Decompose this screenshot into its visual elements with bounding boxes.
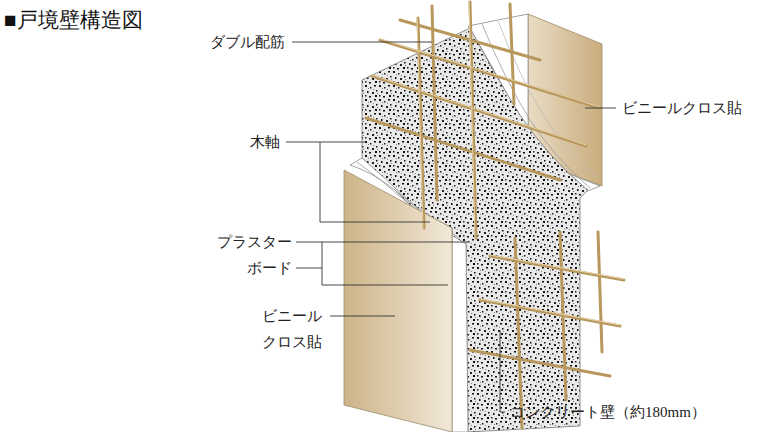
part-label: ダブル配筋 [210, 29, 285, 55]
leader-lines [286, 42, 616, 412]
part-label: ビニールクロス貼 [622, 95, 742, 121]
part-label: ビニール クロス貼 [262, 303, 326, 355]
rebar-shade [372, 2, 624, 325]
part-label: 木軸 [250, 129, 280, 155]
rebars [366, 2, 624, 428]
dimension-label: コンクリート壁（約180mm） [510, 399, 706, 425]
front-cloth [344, 170, 452, 432]
diagram-title: ■戸境壁構造図 [4, 6, 143, 34]
part-label: プラスター ボード [212, 229, 292, 281]
